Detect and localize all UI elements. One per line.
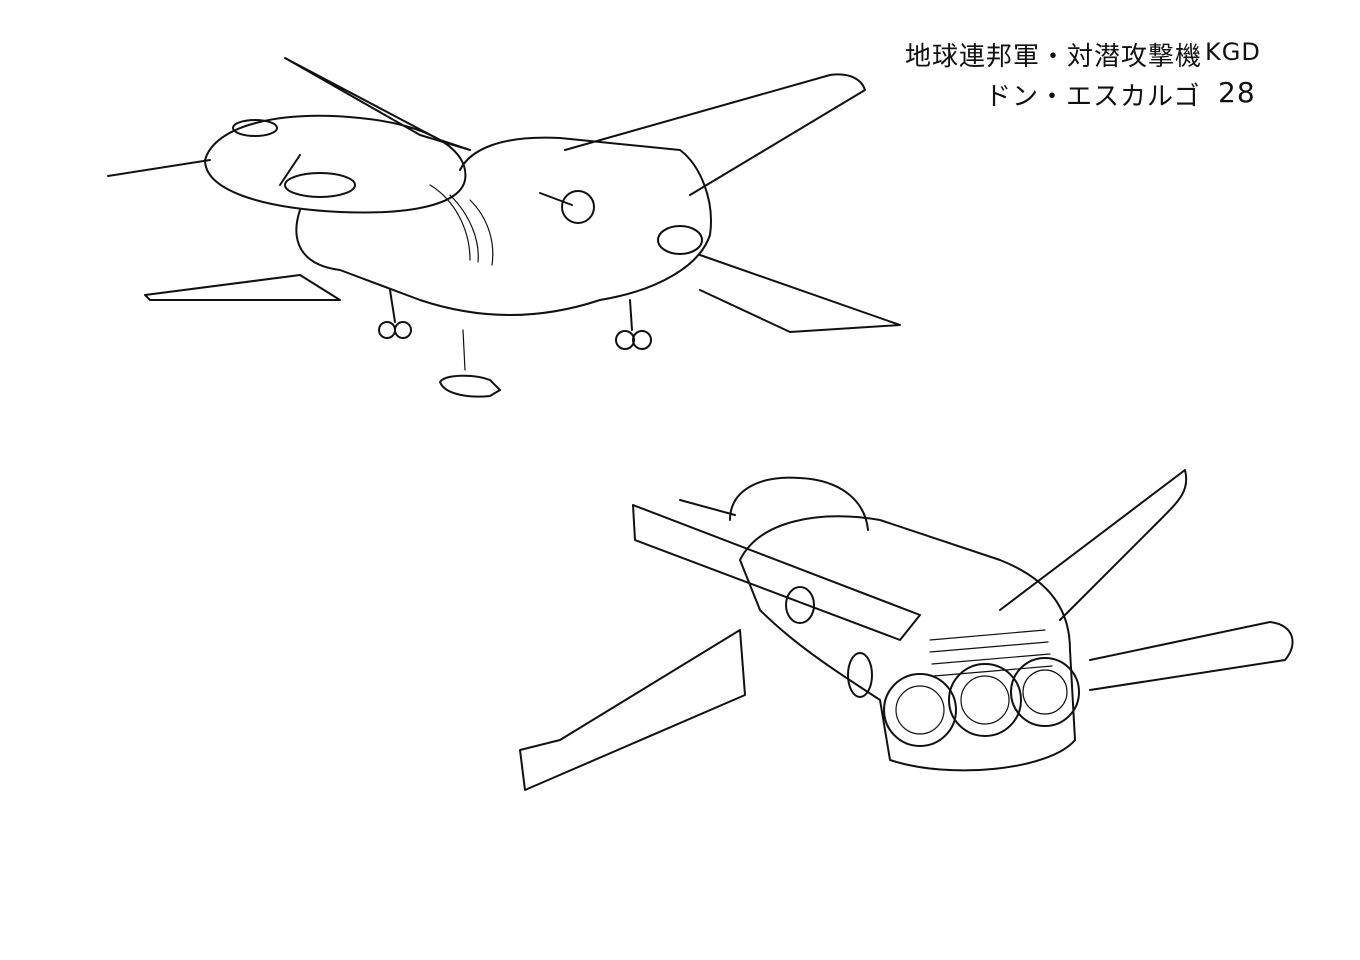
mecha-name: ドン・エスカルゴ [985,82,1201,112]
aircraft-front-view [107,57,901,398]
sheet-code: KGD [1205,38,1261,66]
design-sheet-title: 地球連邦軍・対潜攻撃機 [905,42,1203,72]
aircraft-rear-view [519,469,1294,791]
sheet-number: 28 [1218,76,1256,109]
